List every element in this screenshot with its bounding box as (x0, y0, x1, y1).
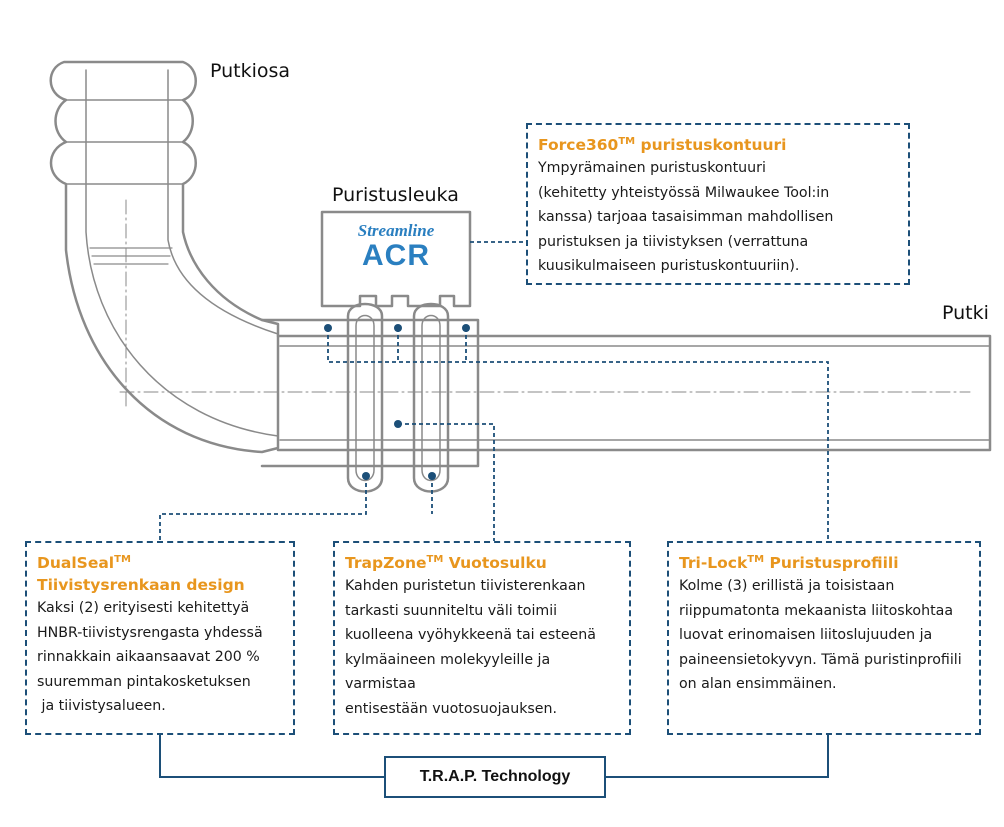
elbow-fitting (49, 60, 280, 454)
trapzone-line: Kahden puristetun tiivisterenkaan (345, 578, 586, 595)
callout-dot (362, 472, 370, 480)
callout-dot (324, 324, 332, 332)
trilock-line: Kolme (3) erillistä ja toisistaan (679, 578, 895, 595)
trilock-callout-box: Tri-LockTM Puristusprofiili Kolme (3) er… (667, 541, 981, 735)
dualseal-title: DualSealTM (37, 554, 131, 573)
force360-line: kanssa) tarjoaa tasaisimman mahdollisen (538, 209, 834, 226)
callout-line-trilock (327, 328, 829, 542)
force360-line: (kehitetty yhteistyössä Milwaukee Tool:i… (538, 184, 830, 201)
seal-ring-2 (412, 302, 450, 493)
dualseal-callout-box: DualSealTM Tiivistysrenkaan design Kaksi… (25, 541, 295, 735)
pipe (276, 334, 992, 452)
trap-technology-label: T.R.A.P. Technology (384, 756, 606, 798)
callout-line-dualseal (159, 476, 367, 542)
seal-ring-1-inner (355, 314, 375, 482)
label-putkiosa: Putkiosa (210, 60, 291, 82)
label-putki: Putki (942, 302, 989, 324)
trilock-line: paineensietokyvyn. Tämä puristinprofiili (679, 651, 962, 668)
callout-dot (394, 324, 402, 332)
callout-dot (428, 472, 436, 480)
trapzone-line: tarkasti suunniteltu väli toimii (345, 602, 558, 619)
elbow-inner-contour-2 (167, 69, 279, 335)
callout-line-trapzone (398, 423, 495, 542)
logo-streamline: Streamline (357, 221, 435, 240)
press-jaw (320, 210, 472, 308)
force360-line: kuusikulmaiseen puristuskontuuriin). (538, 258, 800, 275)
dualseal-line: rinnakkain aikaansaavat 200 % (37, 649, 260, 666)
force360-title: Force360TM puristuskontuuri (538, 136, 787, 155)
force360-line: Ympyrämainen puristuskontuuri (538, 160, 766, 177)
trilock-title: Tri-LockTM Puristusprofiili (679, 554, 899, 573)
callout-dot (394, 420, 402, 428)
logo-acr: ACR (362, 239, 430, 272)
seal-ring-2-inner (421, 314, 441, 482)
trap-bracket-right (606, 734, 829, 778)
trapzone-line: kylmäaineen molekyyleille ja varmistaa (345, 651, 551, 693)
force360-callout-box: Force360TM puristuskontuuri Ympyrämainen… (526, 123, 910, 285)
trapzone-title: TrapZoneTM Vuotosulku (345, 554, 547, 573)
trilock-line: on alan ensimmäinen. (679, 676, 837, 693)
seal-ring-1 (346, 302, 384, 493)
dualseal-line: suuremman pintakosketuksen (37, 673, 251, 690)
trapzone-line: entisestään vuotosuojauksen. (345, 700, 558, 717)
dualseal-line: Kaksi (2) erityisesti kehitettyä (37, 600, 250, 617)
trilock-line: luovat erinomaisen liitoslujuuden ja (679, 627, 933, 644)
dualseal-line: ja tiivistysalueen. (37, 698, 166, 715)
force360-line: puristuksen ja tiivistyksen (verrattuna (538, 233, 809, 250)
dualseal-title-line2: Tiivistysrenkaan design (37, 576, 245, 595)
callout-dot (462, 324, 470, 332)
dualseal-line: HNBR-tiivistysrengasta yhdessä (37, 624, 263, 641)
streamline-acr-logo: Streamline ACR (322, 222, 470, 272)
label-puristusleuka: Puristusleuka (332, 184, 459, 206)
trapzone-callout-box: TrapZoneTM Vuotosulku Kahden puristetun … (333, 541, 631, 735)
trilock-line: riippumatonta mekaanista liitoskohtaa (679, 602, 954, 619)
trapzone-line: kuolleena vyöhykkeenä tai esteenä (345, 627, 596, 644)
pipe-sleeve (260, 318, 480, 468)
trap-bracket-left (159, 734, 384, 778)
elbow-inner-contour (85, 69, 279, 437)
